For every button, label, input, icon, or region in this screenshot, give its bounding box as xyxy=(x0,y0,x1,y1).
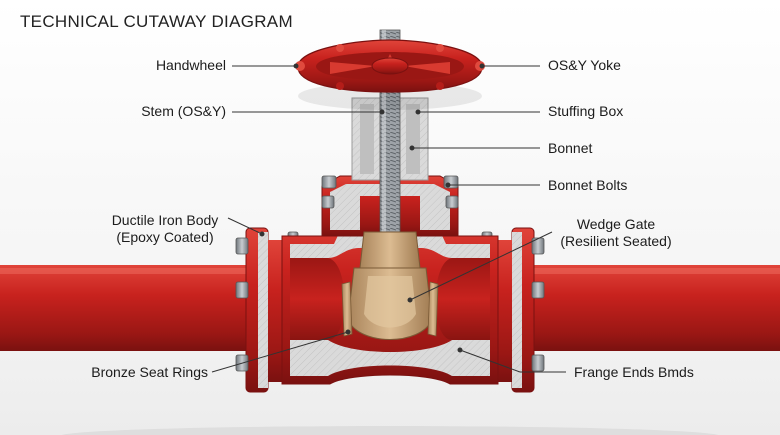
label-bonnet: Bonnet xyxy=(548,140,593,156)
label-flange-ends: Frange Ends Bmds xyxy=(574,364,694,380)
label-stem: Stem (OS&Y) xyxy=(141,103,226,119)
left-flange xyxy=(245,227,282,393)
diagram-title: TECHNICAL CUTAWAY DIAGRAM xyxy=(20,12,293,31)
label-yoke: OS&Y Yoke xyxy=(548,57,621,73)
bronze-seat-rings xyxy=(341,281,439,337)
leader-lines xyxy=(211,63,566,373)
label-seat-rings: Bronze Seat Rings xyxy=(91,364,208,380)
label-body: Ductile Iron Body (Epoxy Coated) xyxy=(100,212,230,246)
label-handwheel: Handwheel xyxy=(155,57,226,73)
label-bonnet-bolts: Bonnet Bolts xyxy=(548,177,628,193)
label-body-line1: Ductile Iron Body xyxy=(111,212,219,228)
label-stuffing-box: Stuffing Box xyxy=(548,103,624,119)
label-wedge-gate-line2: (Resilient Seated) xyxy=(560,233,672,249)
wedge-gate xyxy=(347,231,433,340)
label-body-line2: (Epoxy Coated) xyxy=(116,229,214,245)
label-wedge-gate-line1: Wedge Gate xyxy=(576,216,656,232)
label-wedge-gate: Wedge Gate (Resilient Seated) xyxy=(556,216,676,250)
handwheel xyxy=(295,39,485,110)
right-flange xyxy=(498,227,535,393)
